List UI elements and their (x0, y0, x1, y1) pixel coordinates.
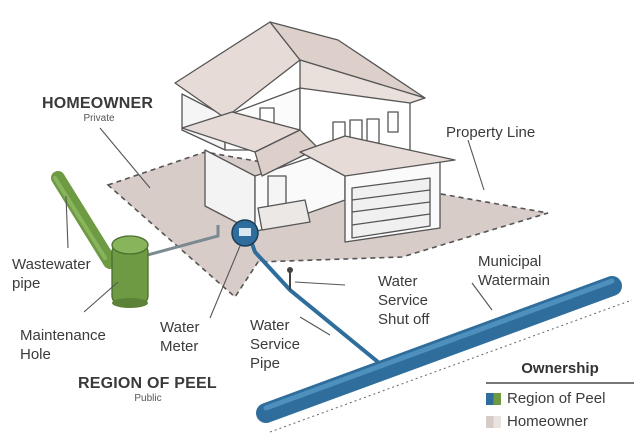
house (174, 21, 456, 243)
homeowner-title: HOMEOWNER (42, 95, 154, 112)
region-swatch (486, 392, 501, 405)
shut-off-valve (287, 267, 293, 290)
region-title: REGION OF PEEL (78, 375, 217, 392)
municipal-watermain (256, 276, 622, 423)
homeowner-swatch (486, 415, 501, 428)
legend-label-region: Region of Peel (507, 390, 606, 407)
label-maintenance-hole: Maintenance Hole (20, 327, 106, 363)
ownership-legend: Ownership Region of Peel Homeowner (486, 358, 634, 440)
water-service-pipe (248, 237, 380, 364)
legend-title: Ownership (486, 358, 634, 384)
water-meter (231, 219, 259, 247)
maintenance-hole (111, 235, 149, 308)
label-wastewater-pipe: Wastewater pipe (12, 256, 91, 292)
house-lateral-pipe (139, 225, 220, 259)
label-municipal-watermain: Municipal Watermain (478, 253, 550, 289)
wastewater-pipe (51, 171, 117, 269)
homeowner-subtitle: Private (83, 113, 115, 124)
label-property-line: Property Line (446, 124, 536, 141)
leader-lines (65, 127, 493, 336)
street-boundary-line (269, 299, 633, 433)
legend-label-homeowner: Homeowner (507, 413, 588, 430)
legend-item-homeowner: Homeowner (486, 413, 634, 430)
region-subtitle: Public (134, 393, 162, 404)
label-water-service-pipe: Water Service Pipe (250, 317, 301, 372)
legend-item-region: Region of Peel (486, 390, 634, 407)
label-water-service-shutoff: Water Service Shut off (378, 273, 430, 328)
label-water-meter: Water Meter (160, 319, 200, 355)
